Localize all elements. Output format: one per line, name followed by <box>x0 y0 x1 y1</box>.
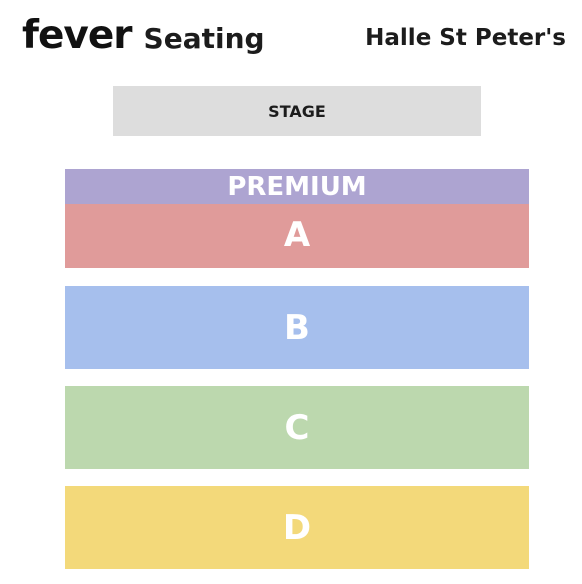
stage-label: STAGE <box>268 101 326 121</box>
section-c-label: C <box>284 407 310 448</box>
section-premium-label: PREMIUM <box>227 172 367 202</box>
stage: STAGE <box>113 86 481 136</box>
section-b[interactable]: B <box>65 286 529 369</box>
section-d[interactable]: D <box>65 486 529 569</box>
section-c[interactable]: C <box>65 386 529 469</box>
brand: fever Seating <box>22 12 265 60</box>
header: fever Seating Halle St Peter's <box>0 0 582 70</box>
section-premium[interactable]: PREMIUM <box>65 169 529 204</box>
section-a[interactable]: A <box>65 202 529 268</box>
fever-logo[interactable]: fever <box>22 13 133 58</box>
venue-name: Halle St Peter's <box>365 25 566 51</box>
section-a-label: A <box>283 215 311 255</box>
section-b-label: B <box>284 307 310 348</box>
section-d-label: D <box>282 507 312 548</box>
page-title: Seating <box>143 22 265 55</box>
